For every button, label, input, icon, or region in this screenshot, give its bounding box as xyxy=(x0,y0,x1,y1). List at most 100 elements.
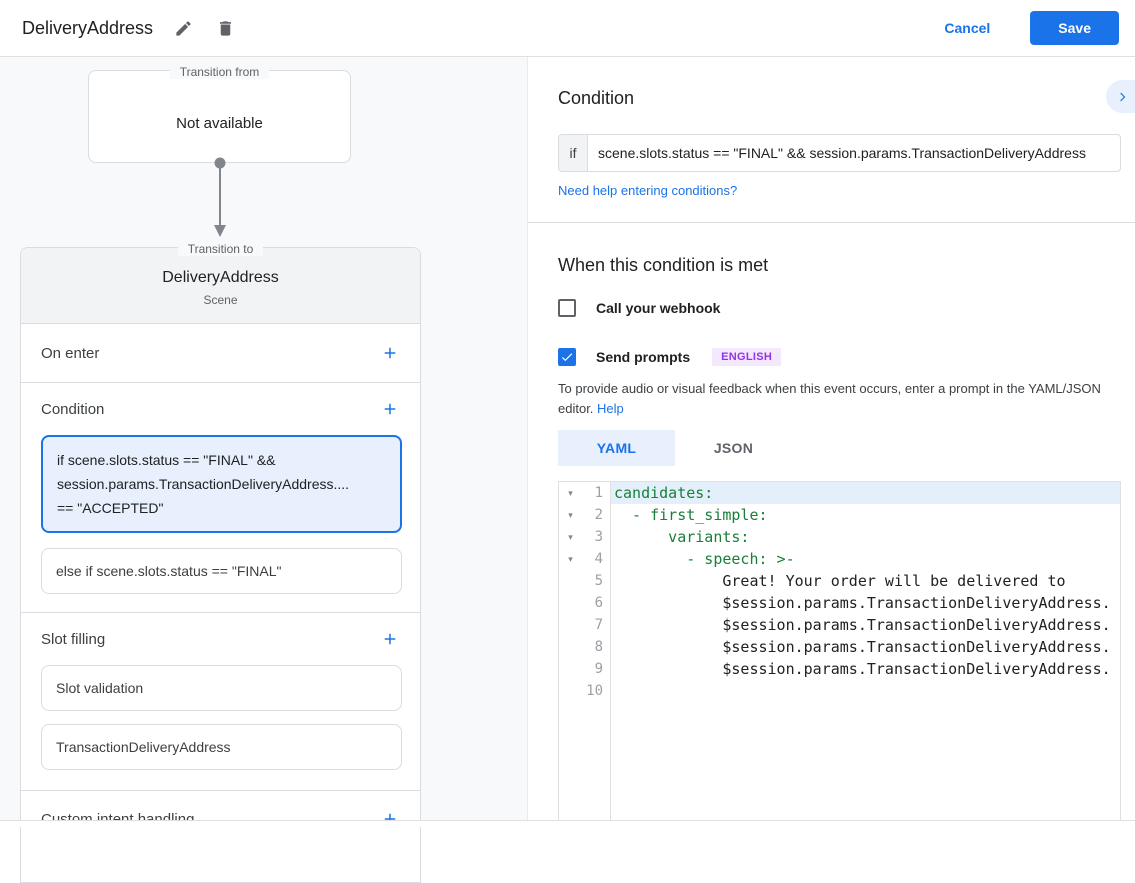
editor-line: 7 $session.params.TransactionDeliveryAdd… xyxy=(559,614,1120,636)
when-condition-heading: When this condition is met xyxy=(558,255,769,275)
if-prefix-label: if xyxy=(558,134,587,172)
code-text: candidates: xyxy=(610,482,1120,504)
transition-to-legend: Transition to xyxy=(177,242,264,256)
editor-line: 10 xyxy=(559,680,1120,702)
add-custom-intent-button[interactable] xyxy=(378,807,402,831)
slot-filling-section: Slot filling Slot validation Transaction… xyxy=(21,613,420,791)
line-number: 10 xyxy=(586,683,603,699)
fold-spacer xyxy=(559,658,582,680)
send-prompts-label: Send prompts xyxy=(596,349,691,365)
condition-section: Condition if scene.slots.status == "FINA… xyxy=(21,383,420,613)
transition-to-card: Transition to DeliveryAddress Scene On e… xyxy=(20,242,421,883)
condition-expression-input[interactable] xyxy=(587,134,1121,172)
condition-card-selected[interactable]: if scene.slots.status == "FINAL" && sess… xyxy=(41,435,402,533)
transition-from-legend: Transition from xyxy=(169,65,270,79)
transition-from-box: Transition from Not available xyxy=(88,65,351,163)
condition-heading: Condition xyxy=(558,88,635,108)
code-text: $session.params.TransactionDeliveryAddre… xyxy=(614,616,1111,634)
webhook-checkbox-row[interactable]: Call your webhook xyxy=(558,299,720,317)
scene-type-label: Scene xyxy=(203,293,238,307)
code-text: variants: xyxy=(614,528,750,546)
condition-section-label: Condition xyxy=(41,400,105,418)
bottom-scroll-strip xyxy=(0,820,1135,827)
custom-intent-row: Custom intent handling xyxy=(21,791,420,847)
line-number: 7 xyxy=(594,617,603,633)
prompt-help-link[interactable]: Help xyxy=(597,401,624,416)
fold-spacer xyxy=(559,680,582,702)
top-bar: DeliveryAddress Cancel Save xyxy=(0,0,1135,57)
editor-line: 5 Great! Your order will be delivered to xyxy=(559,570,1120,592)
fold-spacer xyxy=(559,636,582,658)
editor-line: 9 $session.params.TransactionDeliveryAdd… xyxy=(559,658,1120,680)
scene-diagram-panel: Transition from Not available Transition… xyxy=(0,57,527,883)
line-number: 9 xyxy=(594,661,603,677)
editor-line: ▾ 2 - first_simple: xyxy=(559,504,1120,526)
editor-line: ▾ 3 variants: xyxy=(559,526,1120,548)
webhook-checkbox[interactable] xyxy=(558,299,576,317)
code-text: $session.params.TransactionDeliveryAddre… xyxy=(614,638,1111,656)
send-prompts-checkbox-row[interactable]: Send prompts ENGLISH xyxy=(558,348,782,366)
plus-icon xyxy=(384,633,396,645)
send-prompts-checkbox[interactable] xyxy=(558,348,576,366)
line-number: 5 xyxy=(594,573,603,589)
conditions-help-link[interactable]: Need help entering conditions? xyxy=(558,183,738,198)
slot-validation-card[interactable]: Slot validation xyxy=(41,665,402,711)
line-number: 4 xyxy=(594,551,603,567)
gutter-divider xyxy=(610,482,611,820)
scene-card-header: DeliveryAddress Scene xyxy=(21,248,420,324)
add-slot-button[interactable] xyxy=(378,627,402,651)
cancel-button[interactable]: Cancel xyxy=(926,12,1008,44)
editor-format-tabs: YAML JSON xyxy=(558,430,792,466)
plus-icon xyxy=(384,403,396,415)
fold-spacer xyxy=(559,614,582,636)
add-condition-button[interactable] xyxy=(378,397,402,421)
fold-arrow-icon[interactable]: ▾ xyxy=(568,532,573,542)
tab-json[interactable]: JSON xyxy=(713,440,754,456)
editor-line: 6 $session.params.TransactionDeliveryAdd… xyxy=(559,592,1120,614)
on-enter-row: On enter xyxy=(21,324,420,383)
transition-from-value: Not available xyxy=(176,115,263,132)
condition-card-else[interactable]: else if scene.slots.status == "FINAL" xyxy=(41,548,402,594)
fold-arrow-icon[interactable]: ▾ xyxy=(568,510,573,520)
edit-title-button[interactable] xyxy=(171,16,195,40)
editor-line: ▾ 4 - speech: >- xyxy=(559,548,1120,570)
condition-detail-panel: Condition if Need help entering conditio… xyxy=(527,57,1135,820)
checkmark-icon xyxy=(561,353,573,362)
line-number: 2 xyxy=(594,507,603,523)
slot-filling-section-label: Slot filling xyxy=(41,630,106,648)
transition-arrow-icon xyxy=(214,157,226,237)
line-number: 3 xyxy=(594,529,603,545)
slot-card[interactable]: TransactionDeliveryAddress xyxy=(41,724,402,770)
line-number: 6 xyxy=(594,595,603,611)
condition-expression-row: if xyxy=(558,134,1121,172)
scene-name: DeliveryAddress xyxy=(162,269,279,286)
fold-arrow-icon[interactable]: ▾ xyxy=(568,554,573,564)
plus-icon xyxy=(384,813,396,825)
trash-icon xyxy=(219,20,231,36)
webhook-label: Call your webhook xyxy=(596,300,721,316)
code-text: Great! Your order will be delivered to xyxy=(614,572,1066,590)
plus-icon xyxy=(384,347,396,359)
line-number: 8 xyxy=(594,639,603,655)
fold-spacer xyxy=(559,592,582,614)
page-title: DeliveryAddress xyxy=(22,17,154,38)
code-text: $session.params.TransactionDeliveryAddre… xyxy=(614,660,1111,678)
section-divider xyxy=(528,222,1135,223)
add-on-enter-button[interactable] xyxy=(378,341,402,365)
save-button[interactable]: Save xyxy=(1030,11,1119,45)
language-badge: ENGLISH xyxy=(712,348,782,366)
on-enter-label: On enter xyxy=(41,344,100,362)
delete-scene-button[interactable] xyxy=(213,16,237,40)
pencil-icon xyxy=(175,20,191,36)
fold-arrow-icon[interactable]: ▾ xyxy=(568,488,573,498)
code-text: - speech: >- xyxy=(614,550,795,568)
collapse-panel-button[interactable] xyxy=(1106,80,1135,113)
prompt-helper-text: To provide audio or visual feedback when… xyxy=(558,381,1101,416)
tab-yaml[interactable]: YAML xyxy=(558,430,675,466)
chevron-right-icon xyxy=(1119,92,1125,101)
code-text xyxy=(610,680,1120,702)
code-text: - first_simple: xyxy=(614,506,768,524)
